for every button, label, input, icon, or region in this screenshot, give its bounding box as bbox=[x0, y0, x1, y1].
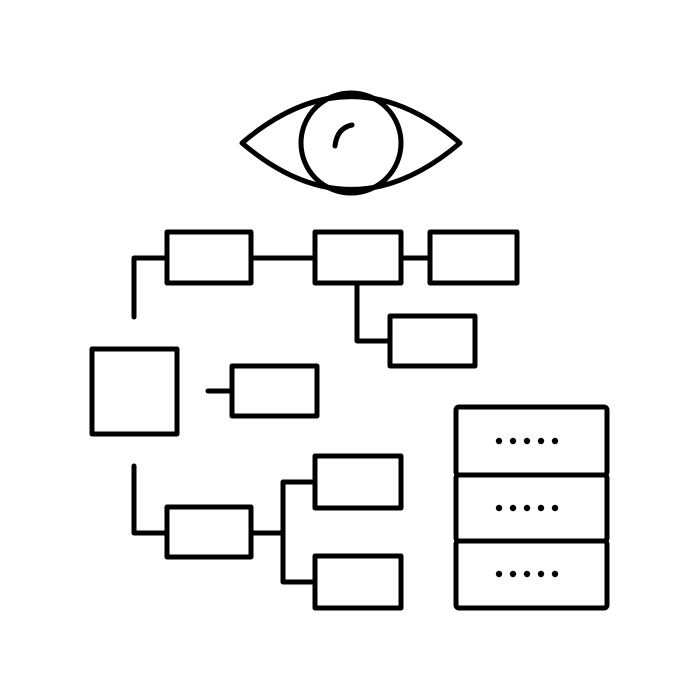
server-indicator-dot bbox=[509, 437, 517, 445]
bottom-child-node-upper bbox=[312, 453, 404, 511]
server-indicator-dot bbox=[495, 437, 503, 445]
connector-top-child bbox=[354, 280, 393, 344]
server-indicator-dot bbox=[509, 504, 517, 512]
server-rack-icon bbox=[453, 404, 610, 611]
connector-bottom-branch bbox=[131, 463, 170, 536]
root-node bbox=[89, 346, 180, 437]
bottom-node-left bbox=[164, 504, 254, 560]
server-indicator-dot bbox=[523, 437, 531, 445]
bottom-child-node-lower bbox=[312, 553, 404, 611]
eye-outline bbox=[239, 94, 463, 192]
server-indicator-dot bbox=[523, 504, 531, 512]
hierarchy-diagram-icon bbox=[89, 229, 520, 611]
server-indicator-dot bbox=[551, 504, 559, 512]
top-child-node bbox=[387, 313, 478, 369]
server-indicator-dot bbox=[551, 570, 559, 578]
server-unit-3 bbox=[453, 538, 610, 611]
server-indicator-dot bbox=[537, 437, 545, 445]
top-node-middle bbox=[312, 229, 404, 286]
server-indicator-dot bbox=[495, 570, 503, 578]
middle-node bbox=[229, 363, 320, 419]
server-indicator-dot bbox=[523, 570, 531, 578]
connector-top-branch bbox=[131, 255, 170, 320]
top-node-right bbox=[427, 229, 520, 286]
server-indicator-dot bbox=[537, 504, 545, 512]
server-indicator-lights bbox=[495, 437, 559, 578]
server-unit-1 bbox=[453, 404, 610, 478]
server-indicator-dot bbox=[551, 437, 559, 445]
eye-icon bbox=[239, 90, 463, 196]
eye-iris bbox=[298, 90, 404, 196]
connector-bottom-fork bbox=[280, 479, 318, 585]
eye-highlight bbox=[332, 122, 355, 149]
server-unit-2 bbox=[453, 472, 610, 544]
server-indicator-dot bbox=[509, 570, 517, 578]
top-node-left bbox=[164, 229, 254, 286]
server-indicator-dot bbox=[495, 504, 503, 512]
server-indicator-dot bbox=[537, 570, 545, 578]
